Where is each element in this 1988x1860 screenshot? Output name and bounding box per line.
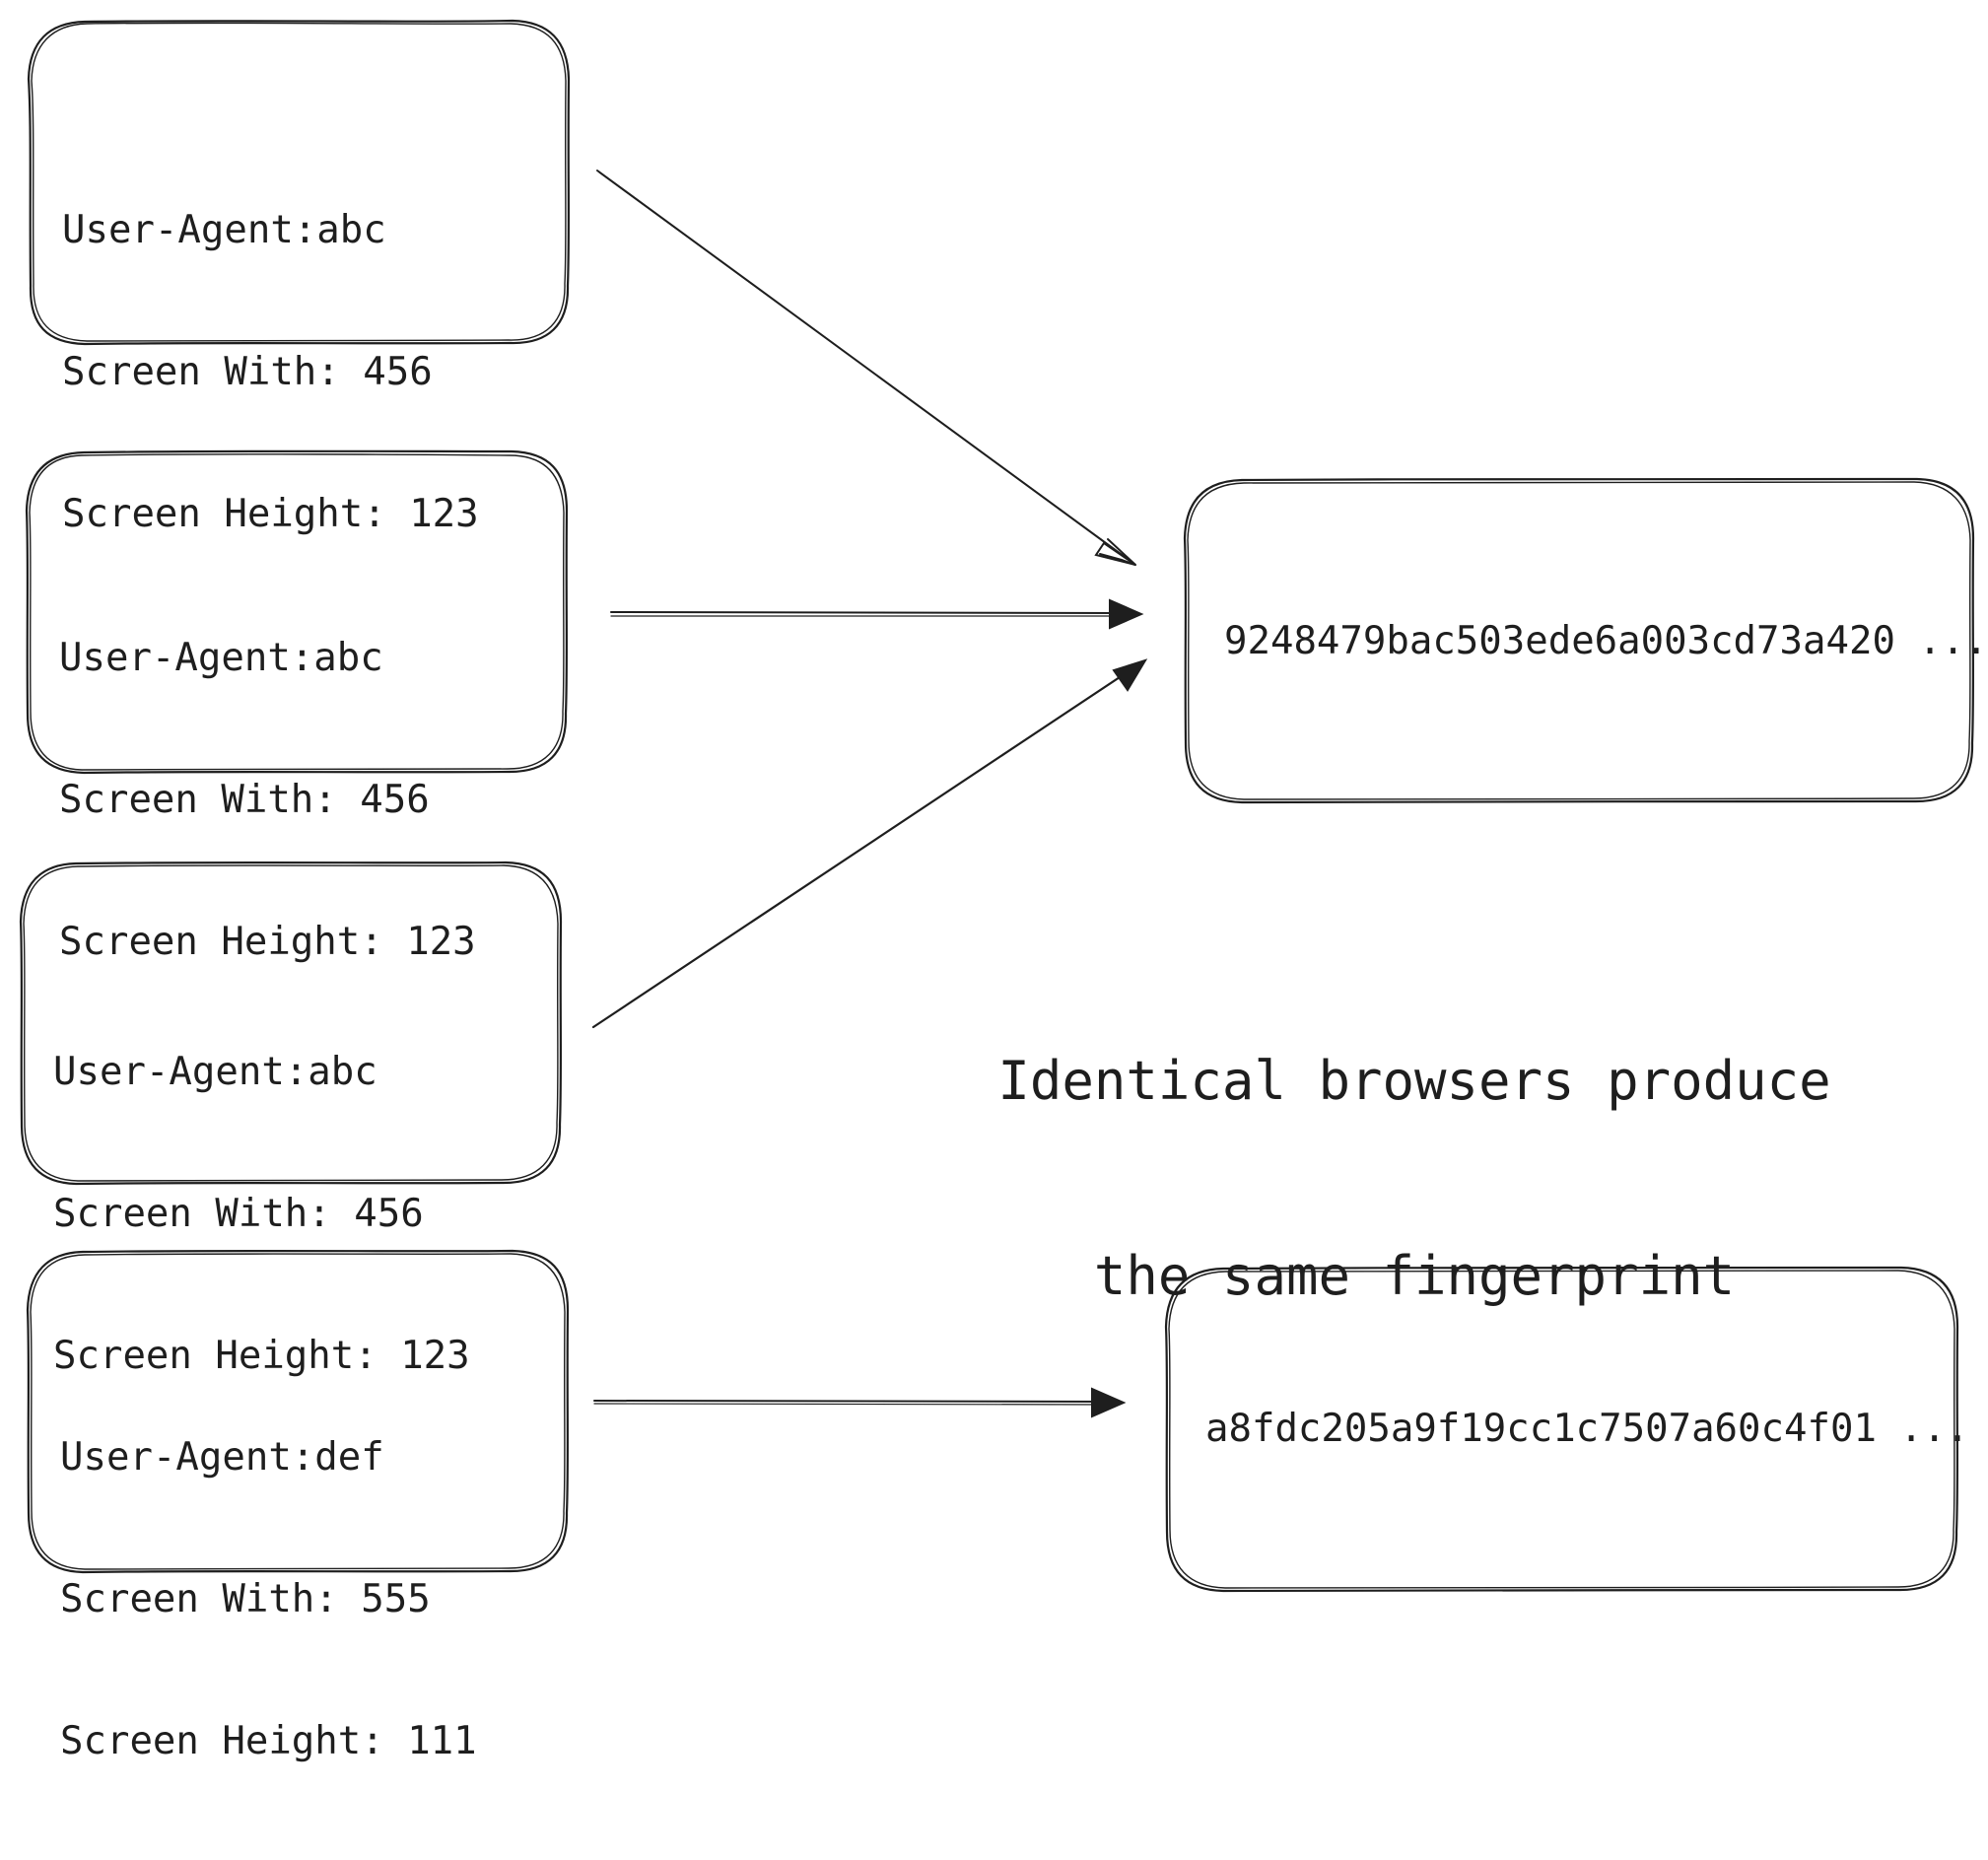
arrows-layer <box>591 170 1148 1418</box>
input-box-4-frame <box>26 1249 570 1574</box>
screen-width-label: Screen With: 456 <box>53 1192 424 1236</box>
input-box-1: User-Agent:abc Screen With: 456 Screen H… <box>27 19 571 536</box>
user-agent-label: User-Agent:abc <box>59 636 383 680</box>
output-box-1: 9248479bac503ede6a003cd73a420 ... <box>1183 477 1988 804</box>
arrow-input-3-to-output-1 <box>591 659 1145 1029</box>
output-box-2-frame <box>1164 1266 1959 1593</box>
input-box-3-frame <box>19 861 563 1186</box>
user-agent-label: User-Agent:def <box>60 1435 384 1480</box>
user-agent-label: User-Agent:abc <box>62 208 386 252</box>
input-box-2: User-Agent:abc Screen With: 456 Screen H… <box>25 449 569 964</box>
screen-height-label: Screen Height: 123 <box>59 920 476 964</box>
arrow-head-2 <box>1109 598 1144 630</box>
input-box-1-text: User-Agent:abc Screen With: 456 Screen H… <box>62 112 479 633</box>
screen-height-label: Screen Height: 111 <box>60 1719 477 1763</box>
input-box-3-text: User-Agent:abc Screen With: 456 Screen H… <box>53 954 470 1475</box>
output-box-2: a8fdc205a9f19cc1c7507a60c4f01 ... <box>1164 1266 1969 1593</box>
input-box-1-frame <box>27 19 571 346</box>
screen-height-label: Screen Height: 123 <box>62 492 479 536</box>
arrow-input-4-to-output-2 <box>593 1400 1115 1406</box>
arrow-input-2-to-output-1 <box>610 611 1134 617</box>
screen-width-label: Screen With: 456 <box>62 350 433 394</box>
user-agent-label: User-Agent:abc <box>53 1050 377 1094</box>
output-box-1-frame <box>1183 477 1975 804</box>
diagram-caption: Identical browsers produce the same fing… <box>971 919 1858 1439</box>
arrow-input-1-to-output-1 <box>596 170 1136 566</box>
fingerprint-hash-2: a8fdc205a9f19cc1c7507a60c4f01 ... <box>1205 1407 1969 1451</box>
diagram-canvas: User-Agent:abc Screen With: 456 Screen H… <box>19 19 1988 1763</box>
caption-line-2: the same fingerprint <box>1093 1245 1736 1307</box>
input-box-2-text: User-Agent:abc Screen With: 456 Screen H… <box>59 540 476 1061</box>
arrow-head-4 <box>1091 1387 1127 1418</box>
screen-width-label: Screen With: 456 <box>59 778 430 822</box>
arrow-head-3 <box>1112 658 1148 692</box>
fingerprint-hash-1: 9248479bac503ede6a003cd73a420 ... <box>1224 619 1988 663</box>
input-box-2-frame <box>25 449 569 775</box>
arrow-head-1 <box>1094 541 1136 566</box>
caption-line-1: Identical browsers produce <box>997 1050 1831 1112</box>
input-box-3: User-Agent:abc Screen With: 456 Screen H… <box>19 861 563 1378</box>
screen-height-label: Screen Height: 123 <box>53 1334 470 1378</box>
